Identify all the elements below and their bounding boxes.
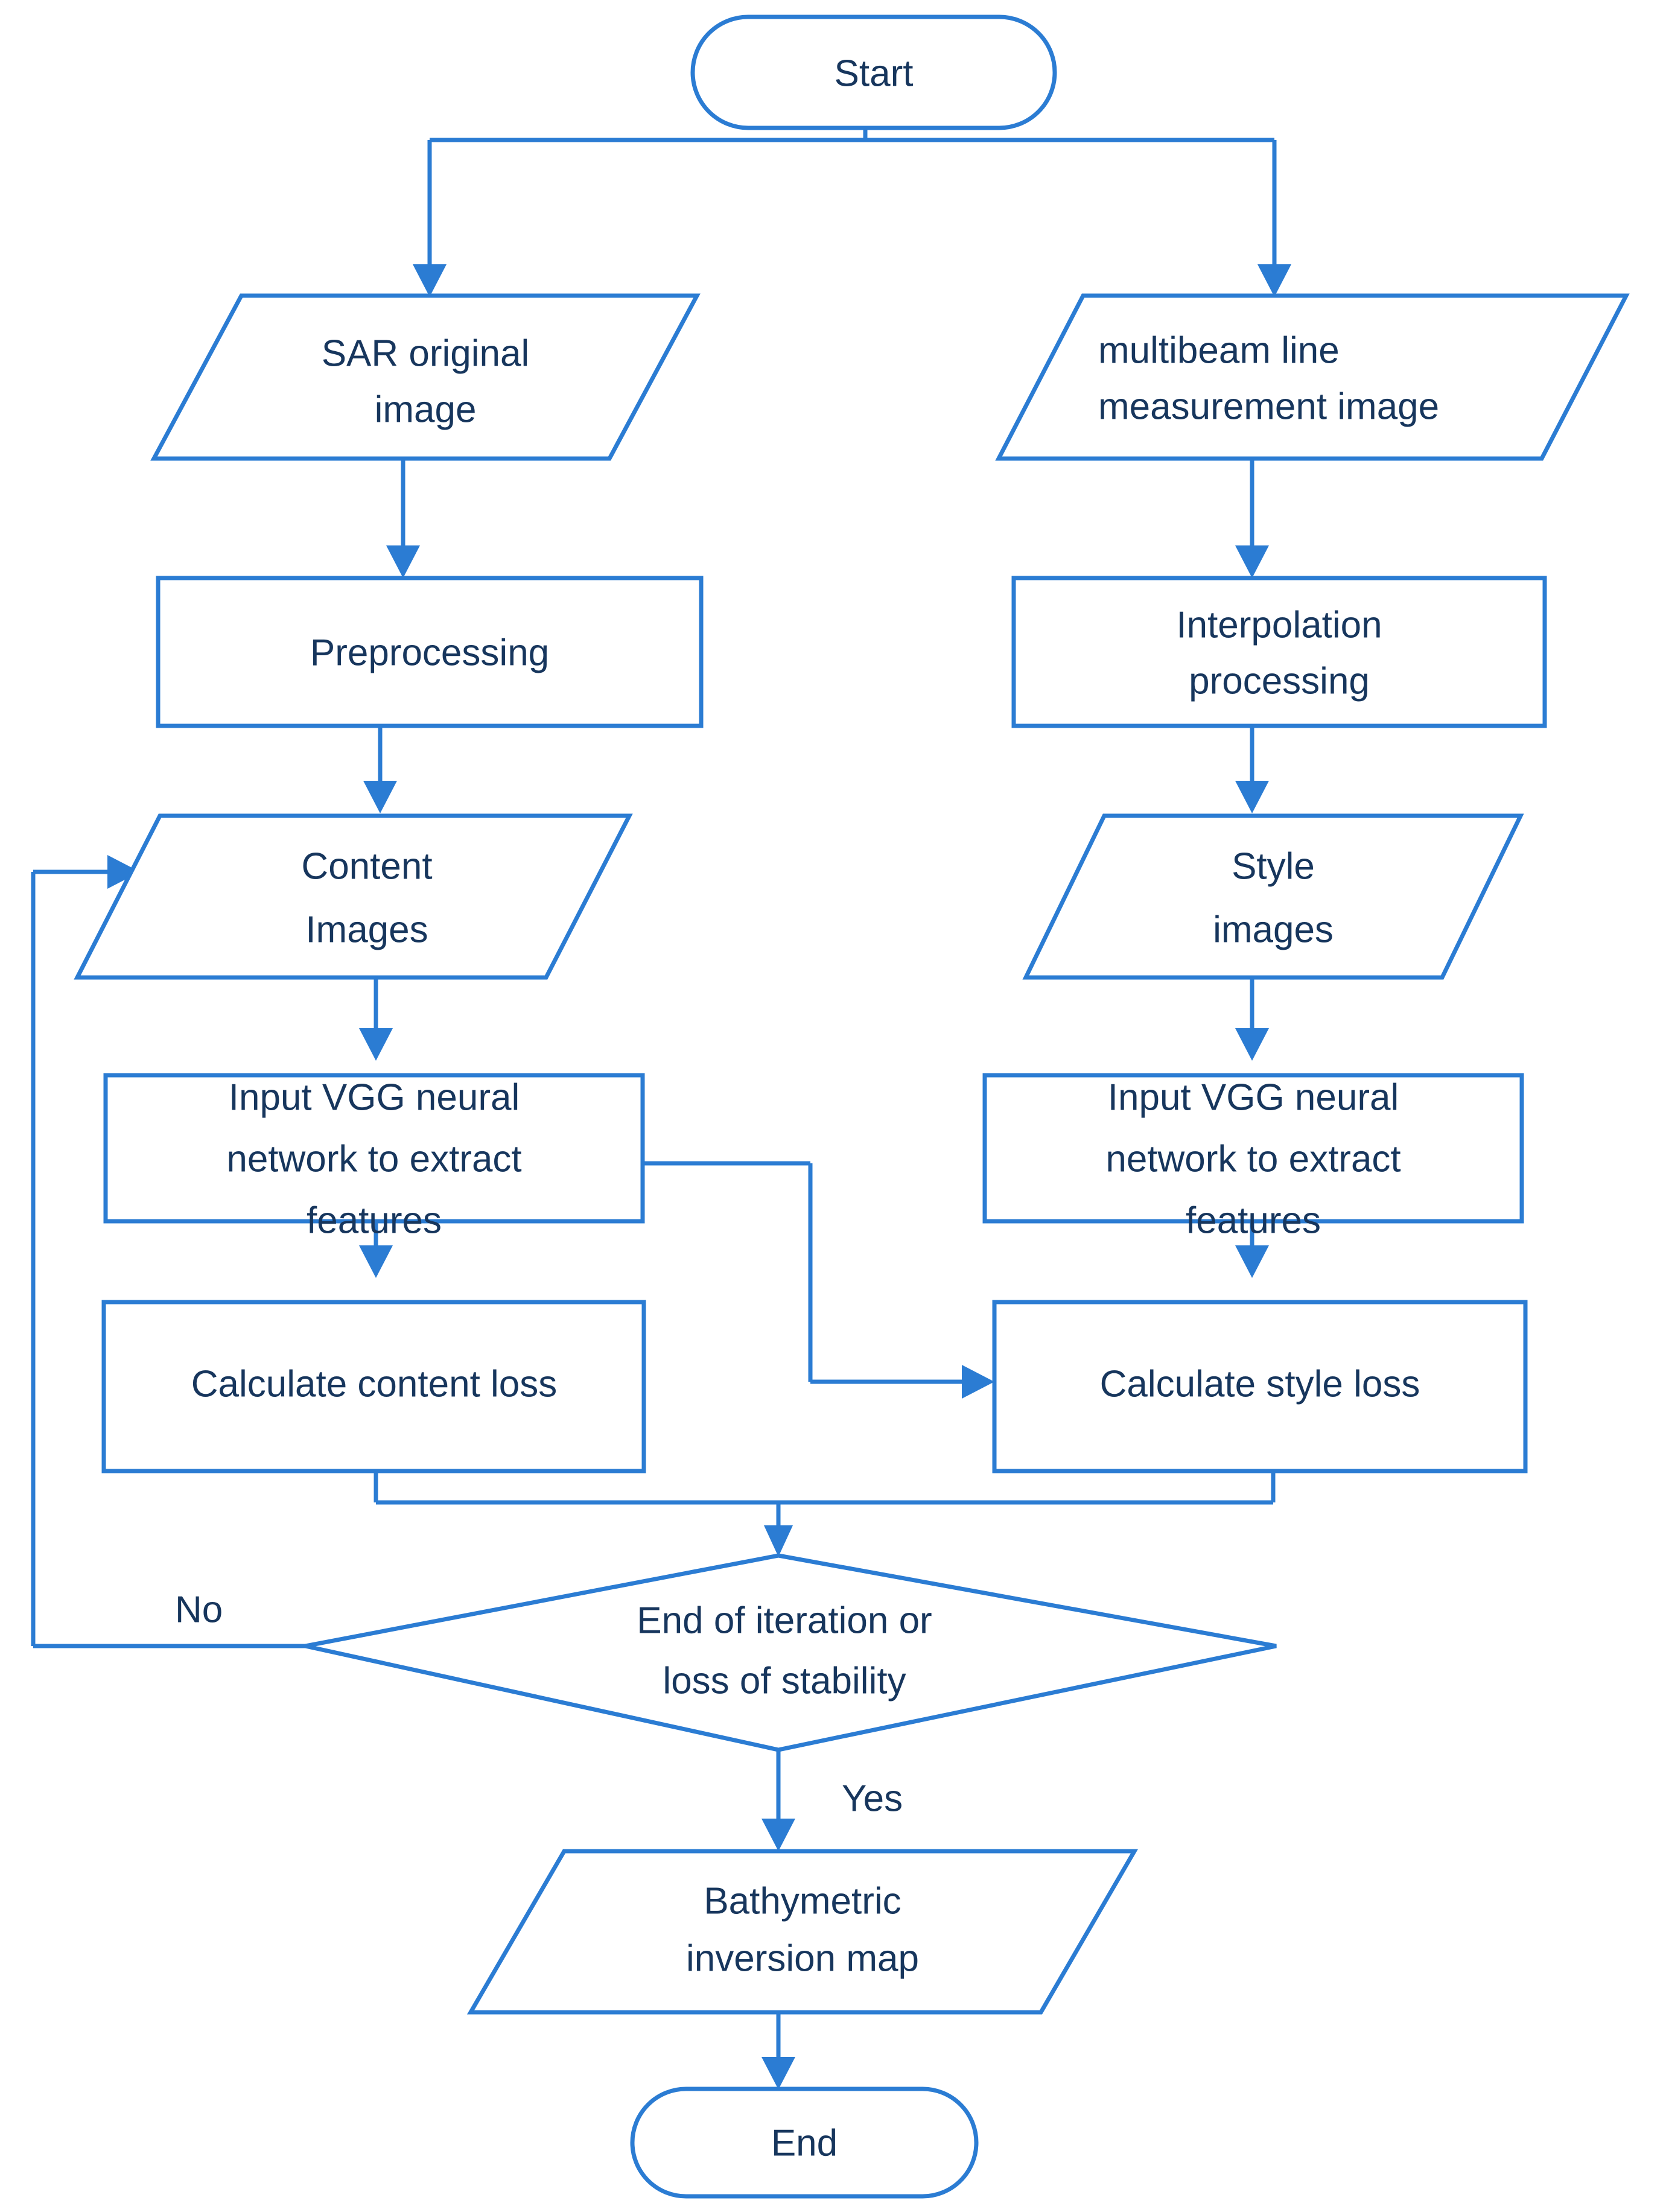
node-start[interactable]: Start (690, 14, 1057, 130)
node-sar-line1: SAR original (322, 332, 530, 374)
node-vgg-right[interactable]: Input VGG neural network to extract feat… (982, 1073, 1524, 1241)
node-bathymetric-line1: Bathymetric (704, 1880, 901, 1922)
node-vgg-left[interactable]: Input VGG neural network to extract feat… (103, 1073, 645, 1241)
connector-start-split (413, 128, 1291, 297)
connector-sar-to-preprocessing (386, 459, 420, 578)
connector-preprocessing-to-content (363, 726, 397, 813)
node-decision-line1: End of iteration or (637, 1600, 932, 1641)
node-vggleft-line3: features (307, 1200, 442, 1241)
node-multibeam-line1: multibeam line (1098, 329, 1340, 371)
edge-label-yes: Yes (842, 1778, 903, 1819)
node-vggright-line2: network to extract (1105, 1138, 1401, 1180)
node-vggleft-line2: network to extract (226, 1138, 521, 1180)
node-style-line1: Style (1232, 845, 1315, 887)
node-multibeam-measurement-image[interactable]: multibeam line measurement image (995, 293, 1630, 461)
connector-merge-to-decision (764, 1502, 793, 1557)
node-calculate-content-loss[interactable]: Calculate content loss (101, 1300, 646, 1473)
node-end-label: End (771, 2122, 838, 2164)
connector-contentloss-to-merge (374, 1470, 778, 1505)
connector-content-to-vgg-left (359, 977, 393, 1061)
node-style-images[interactable]: Style images (1022, 813, 1524, 980)
node-sar-original-image[interactable]: SAR original image (150, 293, 701, 461)
node-content-line1: Content (301, 845, 432, 887)
node-sar-line2: image (375, 389, 477, 430)
edge-label-no: No (175, 1589, 223, 1630)
node-vggright-line1: Input VGG neural (1108, 1076, 1399, 1118)
node-styleloss-label: Calculate style loss (1100, 1363, 1420, 1405)
connector-style-to-vgg-right (1235, 977, 1269, 1061)
node-contentloss-label: Calculate content loss (191, 1363, 558, 1405)
node-vggleft-line1: Input VGG neural (229, 1076, 520, 1118)
node-start-label: Start (835, 52, 914, 94)
node-end[interactable]: End (630, 2086, 979, 2199)
node-interpolation-processing[interactable]: Interpolation processing (1011, 576, 1547, 728)
connector-styleloss-to-merge (778, 1470, 1276, 1505)
connector-multibeam-to-interpolation (1235, 459, 1269, 578)
node-decision[interactable]: End of iteration or loss of stability (305, 1553, 1277, 1752)
node-bathymetric-inversion-map[interactable]: Bathymetric inversion map (466, 1849, 1139, 2015)
connector-vggleft-to-styleloss (642, 1161, 994, 1399)
node-multibeam-line2: measurement image (1098, 386, 1439, 427)
connector-interpolation-to-style (1235, 726, 1269, 813)
node-preprocessing[interactable]: Preprocessing (156, 576, 704, 728)
node-bathymetric-line2: inversion map (686, 1937, 919, 1979)
connector-bathymetric-to-end (761, 2012, 795, 2090)
connector-decision-no-loop (31, 855, 305, 1648)
node-preprocessing-label: Preprocessing (310, 632, 549, 673)
node-interpolation-line2: processing (1189, 660, 1370, 702)
node-decision-line2: loss of stability (663, 1660, 906, 1702)
node-vggright-line3: features (1186, 1200, 1321, 1241)
node-calculate-style-loss[interactable]: Calculate style loss (992, 1300, 1528, 1473)
node-content-images[interactable]: Content Images (74, 813, 633, 980)
connector-vggright-to-styleloss (1235, 1221, 1269, 1278)
connector-vggleft-to-contentloss (359, 1221, 393, 1278)
node-style-line2: images (1213, 909, 1334, 950)
node-interpolation-line1: Interpolation (1176, 604, 1382, 646)
node-content-line2: Images (305, 909, 428, 950)
connector-decision-yes (761, 1750, 795, 1851)
